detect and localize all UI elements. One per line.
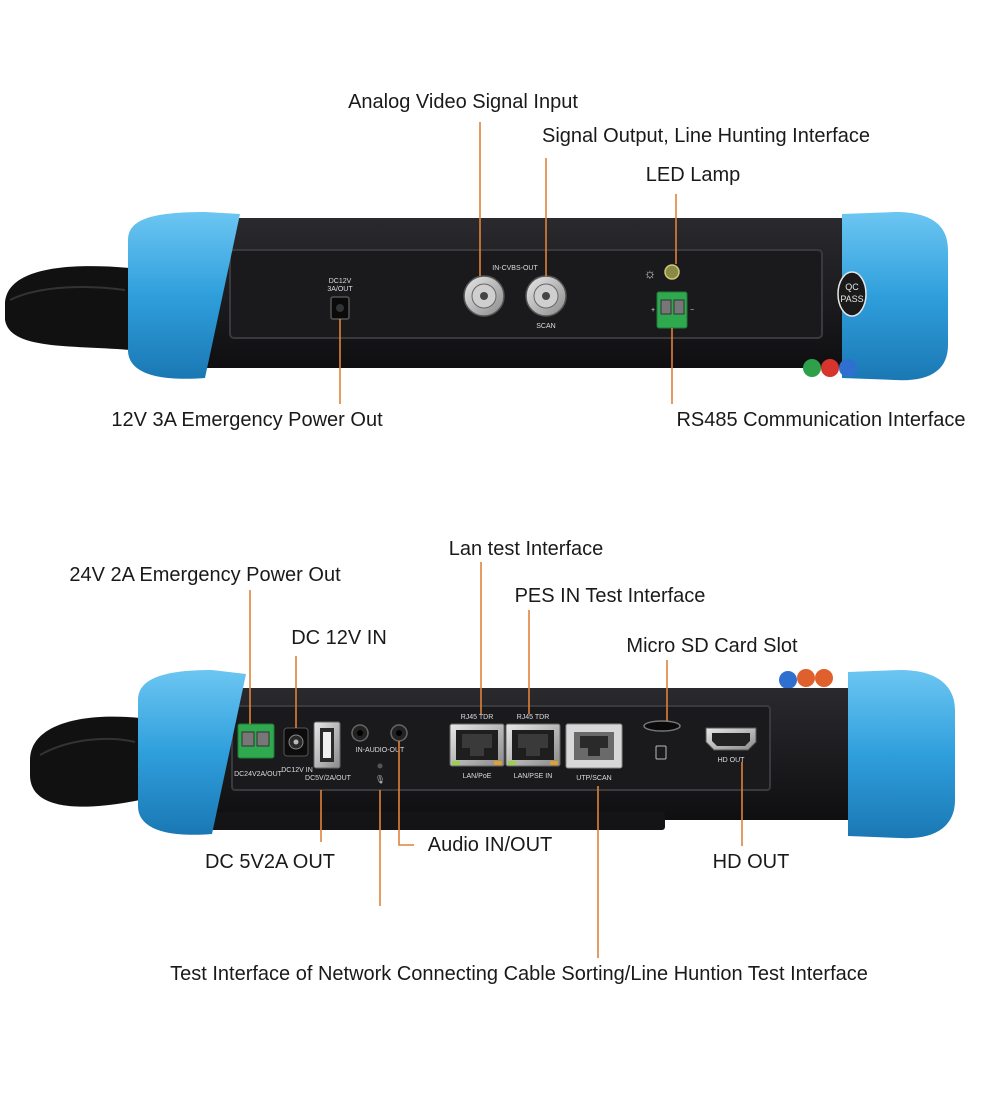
wrist-strap (5, 266, 130, 350)
cvbs-label: IN-CVBS-OUT (492, 265, 538, 272)
wrist-strap-bottom (30, 716, 140, 807)
top-leader-lines (339, 122, 677, 404)
callout-network-test: Test Interface of Network Connecting Cab… (170, 963, 868, 985)
audio-in-jack[interactable] (351, 724, 369, 742)
dc24v-terminal[interactable] (237, 723, 275, 759)
left-bumper-top (128, 212, 240, 379)
dc12v-in-jack[interactable] (283, 727, 309, 757)
microphone-icon: 🎙 (375, 775, 385, 784)
dc24v-label: DC24V2A/OUT (234, 771, 283, 778)
dc12v-in-label: DC12V IN (281, 767, 313, 774)
rj45-tdr-label-1: RJ45 TDR (461, 714, 494, 721)
dc12v-out-label-1: DC12V (329, 278, 352, 285)
callout-signal-output: Signal Output, Line Hunting Interface (542, 125, 870, 147)
callout-lan-test: Lan test Interface (449, 538, 604, 560)
callout-rs485: RS485 Communication Interface (676, 409, 965, 431)
sd-card-icon (655, 745, 667, 760)
rs485-terminal[interactable] (656, 291, 688, 329)
led-sun-icon: ☼ (644, 265, 657, 281)
qc-pass-sticker: QC PASS (837, 271, 867, 317)
callout-hd-out: HD OUT (713, 851, 790, 873)
callout-12v-emergency-power: 12V 3A Emergency Power Out (111, 409, 383, 431)
led-lamp (664, 264, 680, 280)
hd-out-port[interactable] (705, 727, 757, 751)
utp-scan-label: UTP/SCAN (576, 775, 611, 782)
audio-out-jack[interactable] (390, 724, 408, 742)
rj45-lan-poe-port[interactable] (449, 723, 505, 767)
dc5v-label: DC5V/2A/OUT (305, 775, 352, 782)
lan-pse-label: LAN/PSE IN (514, 773, 553, 780)
bnc-video-out-port[interactable] (525, 275, 567, 317)
right-bumper-top (842, 212, 948, 381)
hd-out-label: HD OUT (718, 757, 746, 764)
bottom-leader-lines (249, 562, 743, 958)
dc12v-out-label-2: 3A/OUT (327, 286, 353, 293)
callout-audio: Audio IN/OUT (428, 834, 552, 856)
right-bumper-bottom (848, 670, 955, 839)
callout-pes-in: PES IN Test Interface (515, 585, 706, 607)
callout-dc-12v-in: DC 12V IN (291, 627, 387, 649)
rs485-plus-label: + (651, 307, 655, 314)
bottom-device-panel: DC24V2A/OUT DC12V IN DC5V/2A/OUT IN-AUDI… (30, 538, 955, 985)
left-bumper-bottom (138, 670, 246, 835)
rs485-minus-label: − (690, 307, 694, 314)
scan-label: SCAN (536, 323, 555, 330)
callout-led-lamp: LED Lamp (646, 164, 741, 186)
top-device-panel: DC12V 3A/OUT IN-CVBS-OUT SCAN ☼ + − (5, 91, 966, 431)
callout-24v-emergency-power: 24V 2A Emergency Power Out (69, 564, 341, 586)
callout-dc-5v-out: DC 5V2A OUT (205, 851, 335, 873)
rj45-tdr-label-2: RJ45 TDR (517, 714, 550, 721)
micro-sd-slot[interactable] (643, 720, 681, 732)
bnc-video-in-port[interactable] (463, 275, 505, 317)
rj45-lan-pse-port[interactable] (505, 723, 561, 767)
qc-text: QC (845, 282, 859, 292)
callout-micro-sd: Micro SD Card Slot (626, 635, 798, 657)
callout-analog-video-input: Analog Video Signal Input (348, 91, 578, 113)
usb-port[interactable] (313, 721, 341, 769)
microphone-hole (377, 763, 383, 769)
audio-label: IN-AUDIO-OUT (356, 747, 405, 754)
utp-scan-port[interactable] (565, 723, 623, 769)
pass-text: PASS (840, 294, 863, 304)
lan-poe-label: LAN/PoE (463, 773, 492, 780)
